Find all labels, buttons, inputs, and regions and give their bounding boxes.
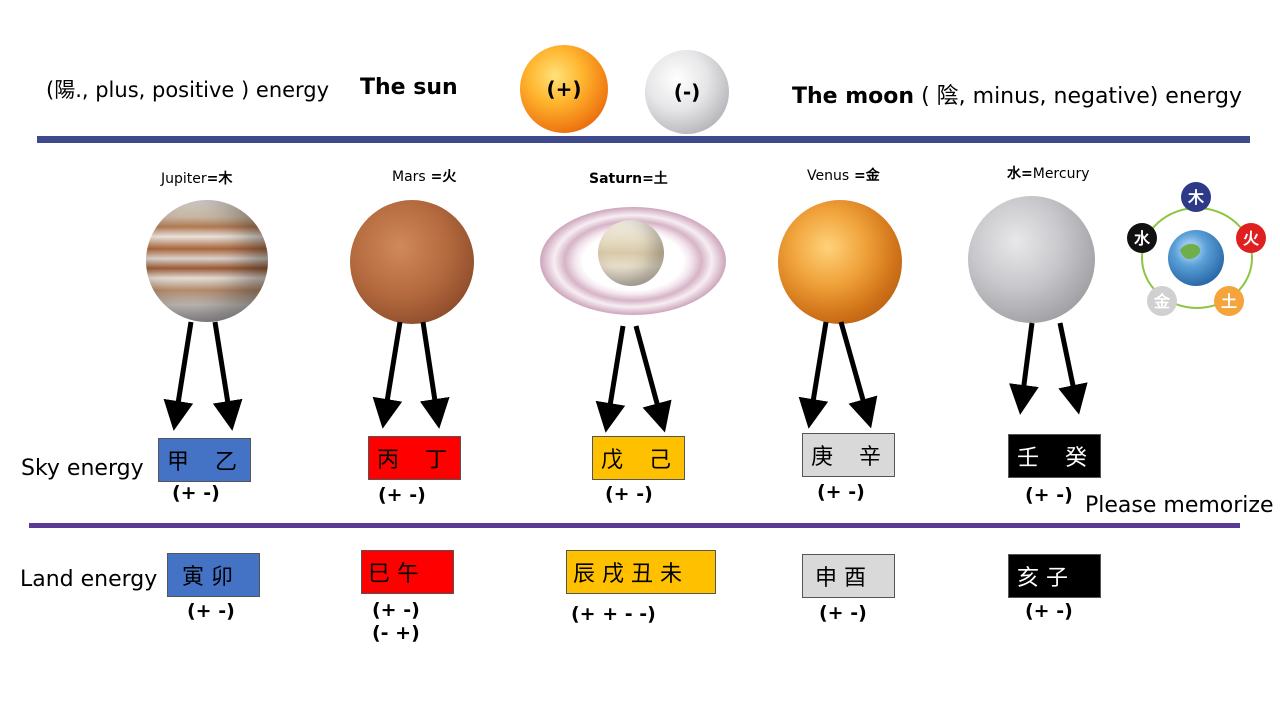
moon-icon: (-) (645, 50, 729, 134)
arrow-mercury-yin (1057, 322, 1088, 415)
moon-text: ( 陰, minus, negative) energy (914, 84, 1242, 109)
land-signs-mars: (+ -) (372, 599, 420, 621)
moon-label: The moon (792, 84, 915, 109)
venus-icon (778, 200, 902, 324)
cycle-node-water: 水 (1127, 223, 1157, 253)
planet-label-venus: Venus =金 (807, 168, 880, 184)
sky-signs-mars: (+ -) (378, 484, 426, 506)
svg-text:金: 金 (1153, 292, 1171, 311)
land-chars: 巳 午 (368, 562, 419, 587)
sky-signs-venus: (+ -) (817, 481, 865, 503)
sky-char-yang: 壬 (1017, 446, 1040, 471)
sky-char-yang: 丙 (377, 448, 400, 473)
sky-char-yin: 辛 (859, 445, 882, 470)
land-chars: 寅 卯 (182, 565, 233, 590)
earth-icon (1168, 230, 1224, 286)
arrow-jupiter-yang (163, 321, 194, 431)
arrow-saturn-yin (633, 325, 672, 433)
land-box-mercury: 亥 子 (1008, 554, 1101, 598)
arrow-venus-yin (838, 321, 878, 429)
sky-box-mercury: 壬 癸 (1008, 434, 1101, 478)
sky-box-saturn: 戊 己 (592, 436, 685, 480)
planet-label-mercury: 水=Mercury (1007, 166, 1090, 182)
sky-char-yin: 乙 (215, 450, 238, 475)
land-signs-mercury: (+ -) (1025, 600, 1073, 622)
earth-land-icon (1180, 243, 1201, 259)
yin-energy-label: The moon ( 陰, minus, negative) energy (792, 78, 1242, 110)
sky-energy-label: Sky energy (21, 456, 144, 481)
cycle-node-earth: 土 (1214, 286, 1244, 316)
land-signs-saturn: (+ + - -) (571, 603, 656, 625)
arrow-mars-yin (419, 321, 450, 429)
land-energy-label: Land energy (20, 567, 158, 592)
sky-char-yin: 丁 (425, 448, 448, 473)
sky-box-mars: 丙 丁 (368, 436, 461, 480)
sky-char-yang: 庚 (811, 445, 834, 470)
land-signs-mars-alt: (- +) (372, 622, 420, 644)
moon-sign: (-) (673, 80, 701, 104)
memorize-note: Please memorize (1085, 493, 1274, 518)
sky-signs-mercury: (+ -) (1025, 484, 1073, 506)
mars-icon (350, 200, 474, 324)
arrow-saturn-yang (595, 325, 626, 433)
land-chars: 申 酉 (815, 566, 866, 591)
yang-energy-label: (陽., plus, positive ) energy (46, 78, 330, 102)
land-signs-venus: (+ -) (819, 602, 867, 624)
planet-label-jupiter: Jupiter=木 (161, 171, 233, 187)
sky-signs-saturn: (+ -) (605, 483, 653, 505)
arrow-venus-yang (798, 321, 829, 429)
arrow-jupiter-yin (212, 321, 243, 431)
land-chars: 亥 子 (1017, 566, 1068, 591)
arrow-mercury-yang (1009, 322, 1039, 415)
top-divider (37, 136, 1250, 143)
land-box-jupiter: 寅 卯 (167, 553, 260, 597)
sky-char-yin: 癸 (1065, 446, 1088, 471)
saturn-icon (598, 220, 664, 286)
five-elements-cycle-diagram: 木 火 土 金 水 (1127, 182, 1266, 316)
sky-signs-jupiter: (+ -) (172, 482, 220, 504)
sky-char-yang: 戊 (601, 448, 624, 473)
cycle-node-wood: 木 (1181, 182, 1211, 212)
sun-label: The sun (360, 75, 458, 100)
jupiter-icon (146, 200, 268, 322)
svg-text:土: 土 (1221, 292, 1237, 311)
land-box-mars: 巳 午 (361, 550, 454, 594)
svg-text:火: 火 (1243, 229, 1260, 248)
land-chars: 辰 戌 丑 未 (573, 562, 682, 587)
land-box-venus: 申 酉 (802, 554, 895, 598)
cycle-node-metal: 金 (1147, 286, 1177, 316)
land-signs-jupiter: (+ -) (187, 600, 235, 622)
planet-label-saturn: Saturn=土 (589, 171, 668, 187)
sky-box-venus: 庚 辛 (802, 433, 895, 477)
sky-char-yin: 己 (649, 448, 672, 473)
sun-sign: (+) (546, 77, 582, 101)
sky-char-yang: 甲 (167, 450, 190, 475)
arrow-mars-yang (372, 321, 403, 429)
land-box-saturn: 辰 戌 丑 未 (566, 550, 716, 594)
mercury-icon (968, 196, 1095, 323)
cycle-node-fire: 火 (1236, 223, 1266, 253)
svg-text:水: 水 (1134, 229, 1151, 248)
sky-box-jupiter: 甲 乙 (158, 438, 251, 482)
middle-divider (29, 523, 1240, 528)
sun-icon: (+) (520, 45, 608, 133)
svg-text:木: 木 (1187, 188, 1205, 207)
planet-label-mars: Mars =火 (392, 169, 457, 185)
